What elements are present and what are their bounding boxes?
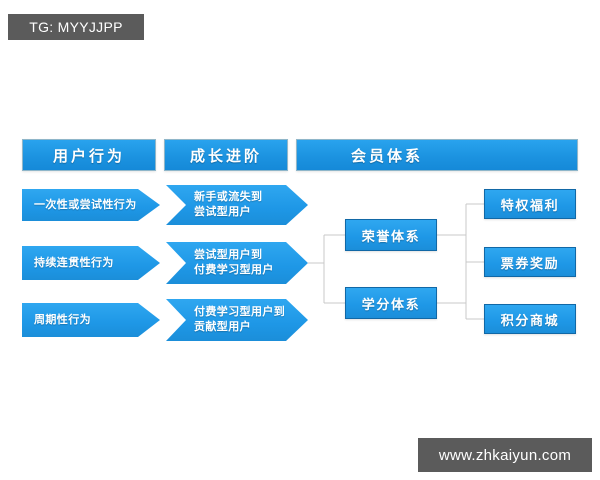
reward-box-label: 票券奖励	[500, 255, 560, 271]
header-label: 会员体系	[351, 147, 424, 165]
system-box-label: 荣誉体系	[361, 228, 421, 244]
system-box-label: 学分体系	[361, 296, 421, 312]
header-label: 用户行为	[52, 147, 125, 165]
reward-box-label: 积分商城	[500, 312, 560, 328]
behavior-arrow-label: 一次性或尝试性行为	[34, 198, 137, 211]
header-user-behavior: 用户行为	[22, 139, 156, 171]
watermark-top-left: TG: MYYJJPP	[8, 14, 144, 40]
reward-box-coupon[interactable]: 票券奖励	[484, 247, 576, 277]
header-growth-stage: 成长进阶	[164, 139, 288, 171]
growth-arrow-label: 新手或流失到 尝试型用户	[194, 191, 263, 218]
growth-arrow-novice-to-trial[interactable]: 新手或流失到 尝试型用户	[166, 185, 308, 225]
header-label: 成长进阶	[189, 147, 262, 165]
header-membership-system: 会员体系	[296, 139, 578, 171]
reward-box-privilege[interactable]: 特权福利	[484, 189, 576, 219]
behavior-arrow-label: 持续连贯性行为	[34, 256, 114, 269]
growth-arrow-label: 付费学习型用户到 贡献型用户	[194, 306, 286, 333]
behavior-arrow-onetime[interactable]: 一次性或尝试性行为	[22, 189, 160, 221]
behavior-arrow-periodic[interactable]: 周期性行为	[22, 303, 160, 337]
reward-box-label: 特权福利	[500, 197, 560, 213]
growth-arrow-trial-to-paid[interactable]: 尝试型用户到 付费学习型用户	[166, 242, 308, 284]
growth-arrow-label: 尝试型用户到 付费学习型用户	[194, 249, 274, 276]
growth-arrow-paid-to-contributor[interactable]: 付费学习型用户到 贡献型用户	[166, 299, 308, 341]
watermark-bottom-right: www.zhkaiyun.com	[418, 438, 592, 472]
reward-box-points-mall[interactable]: 积分商城	[484, 304, 576, 334]
system-box-honor[interactable]: 荣誉体系	[345, 219, 437, 251]
system-box-credit[interactable]: 学分体系	[345, 287, 437, 319]
behavior-arrow-continuous[interactable]: 持续连贯性行为	[22, 246, 160, 280]
behavior-arrow-label: 周期性行为	[34, 313, 91, 326]
